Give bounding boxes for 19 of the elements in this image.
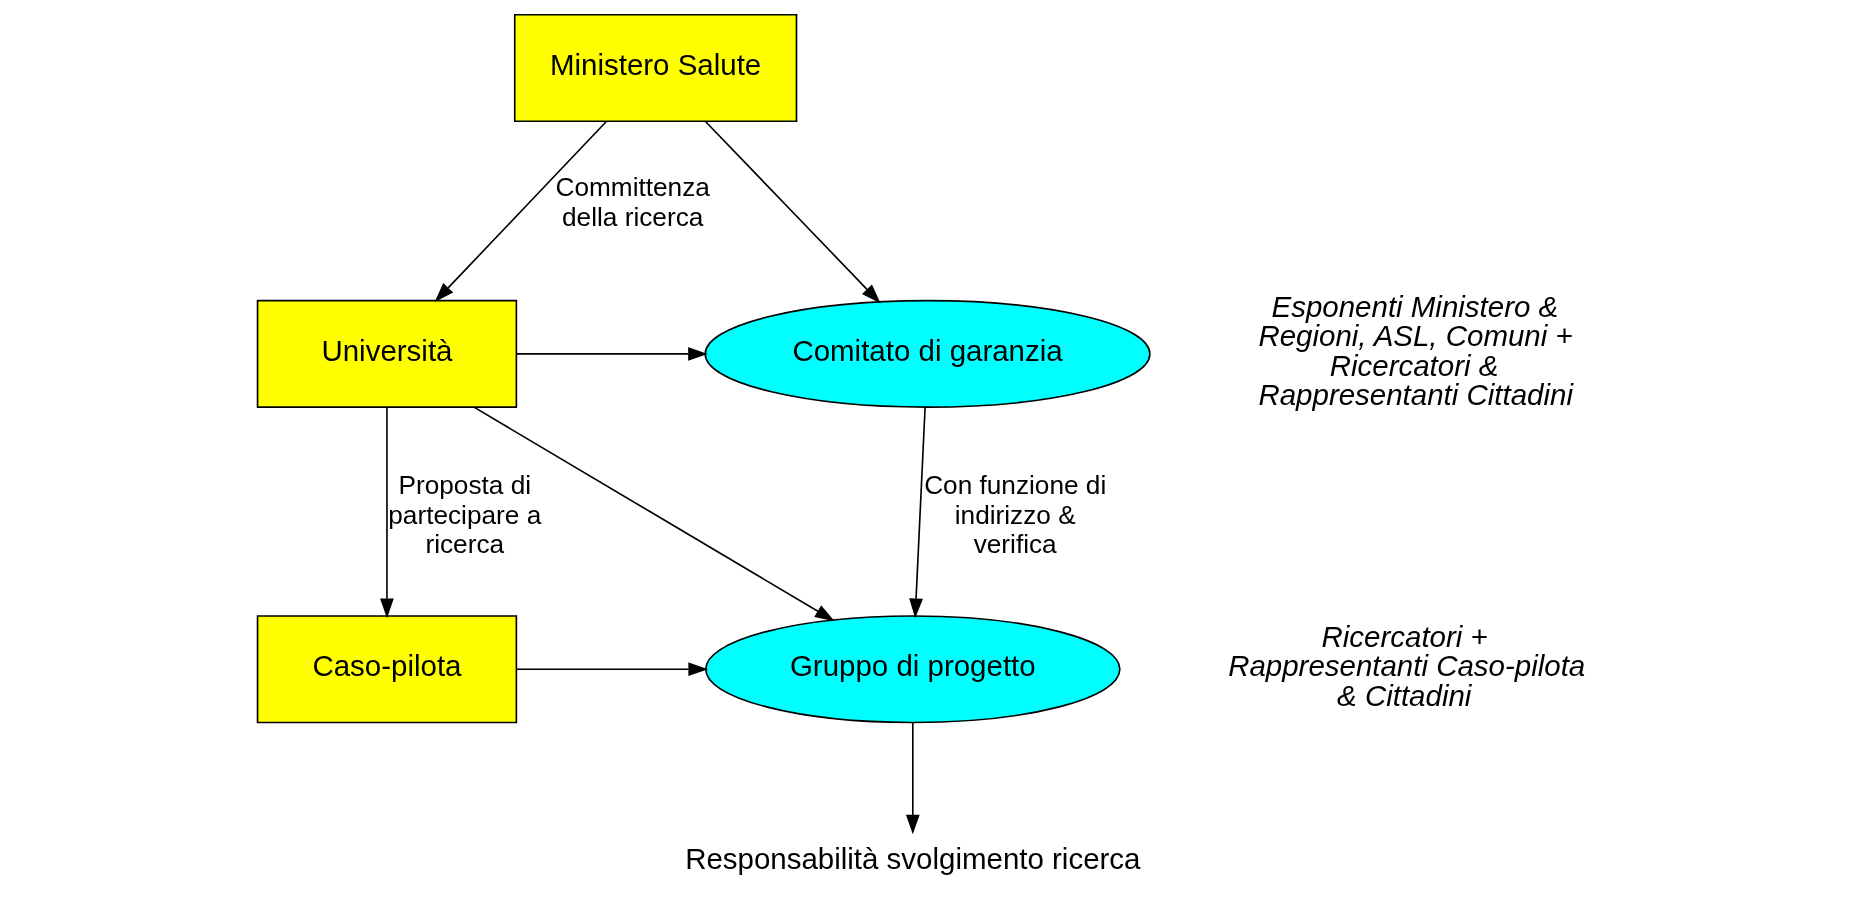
node-box: Ministero Salute	[513, 14, 797, 123]
edge-label: Committenza della ricerca	[555, 172, 710, 232]
arrow	[515, 662, 708, 677]
node-ellipse: Comitato di garanzia	[703, 299, 1151, 408]
node-box: Università	[256, 299, 517, 408]
node-box: Caso-pilota	[256, 615, 517, 724]
node-label: Esponenti Ministero & Regioni, ASL, Comuni + Ricercatori & Rappresentanti Cittadini	[1257, 289, 1573, 412]
node-ellipse: Gruppo di progetto	[704, 615, 1121, 724]
edge-label: Con funzione di indirizzo & verifica	[923, 470, 1106, 560]
arrow	[515, 347, 708, 361]
arrow	[434, 120, 607, 303]
arrow	[379, 406, 394, 619]
node-text: Responsabilità svolgimento ricerca	[684, 841, 1140, 875]
arrow	[908, 406, 926, 619]
node-label: Ricercatori + Rappresentanti Caso-pilota & Cittadini	[1227, 619, 1585, 712]
edge-label: Proposta di partecipare a ricerca	[387, 470, 541, 560]
arrow	[905, 721, 920, 835]
arrow	[704, 120, 881, 304]
arrow	[473, 406, 835, 622]
